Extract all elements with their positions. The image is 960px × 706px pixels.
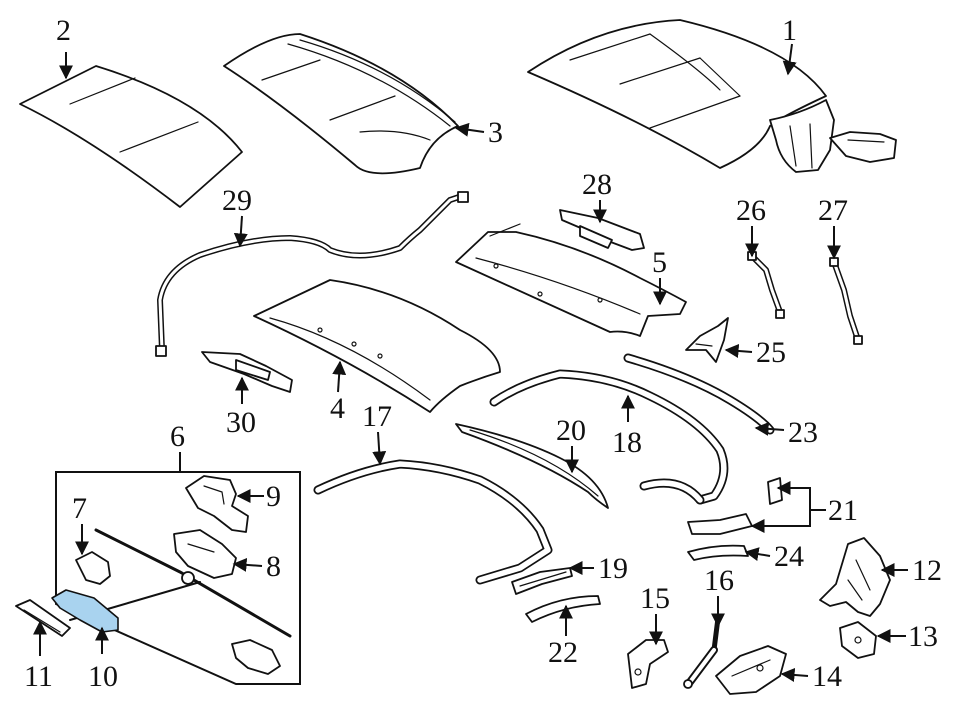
callout-26: 26 [736,194,766,227]
part-15-bracket [627,639,669,689]
part-1-convertible-top [527,19,897,173]
callout-15: 15 [640,582,670,615]
callout-24: 24 [774,540,804,573]
callout-17: 17 [362,400,392,433]
callout-13: 13 [908,620,938,653]
part-5-rear-panel [455,223,687,337]
part-3-roof-panel [223,33,459,175]
callout-leaders [33,43,908,682]
callout-16: 16 [704,564,734,597]
part-2-roof-panel [19,65,243,208]
callout-23: 23 [788,416,818,449]
callout-labels: 2 3 1 29 28 26 27 5 25 30 4 17 20 18 23 … [24,14,942,693]
callout-27: 27 [818,194,848,227]
callout-29: 29 [222,184,252,217]
callout-5: 5 [652,246,667,279]
part-30-bracket [201,351,293,393]
part-27-rod [829,257,863,345]
callout-9: 9 [266,480,281,513]
callout-1: 1 [782,14,797,47]
part-16-strut [683,615,721,689]
part-24-strip [687,544,749,561]
part-10-bracket-highlighted [51,589,119,633]
part-17-frame-rail [313,459,553,585]
part-14-mechanism [715,645,787,695]
callout-20: 20 [556,414,586,447]
callout-22: 22 [548,636,578,669]
callout-6: 6 [170,420,185,453]
part-20-seal-strip [455,423,609,509]
callout-28: 28 [582,168,612,201]
part-7-clip [75,551,111,585]
part-8-lock [173,529,237,579]
part-26-rod [747,251,785,319]
part-18-rail [489,369,729,505]
callout-25: 25 [756,336,786,369]
part-9-latch [185,475,249,533]
callout-19: 19 [598,552,628,585]
callout-10: 10 [88,660,118,693]
part-29-cable [155,191,469,357]
part-28-bracket [559,209,645,251]
part-19-seal [511,567,573,595]
callout-4: 4 [330,392,345,425]
callout-18: 18 [612,426,642,459]
callout-11: 11 [24,660,53,693]
callout-3: 3 [488,116,503,149]
callout-14: 14 [812,660,842,693]
callout-7: 7 [72,492,87,525]
part-22-strip [525,595,601,623]
part-25-clip [685,317,729,363]
part-6-group [55,471,301,685]
part-23-rail [623,353,775,435]
callout-30: 30 [226,406,256,439]
part-4-headliner [253,279,501,413]
callout-12: 12 [912,554,942,587]
callout-2: 2 [56,14,71,47]
callout-21: 21 [828,494,858,527]
part-12-hinge [819,537,891,617]
part-13-plate [839,621,877,659]
callout-8: 8 [266,550,281,583]
